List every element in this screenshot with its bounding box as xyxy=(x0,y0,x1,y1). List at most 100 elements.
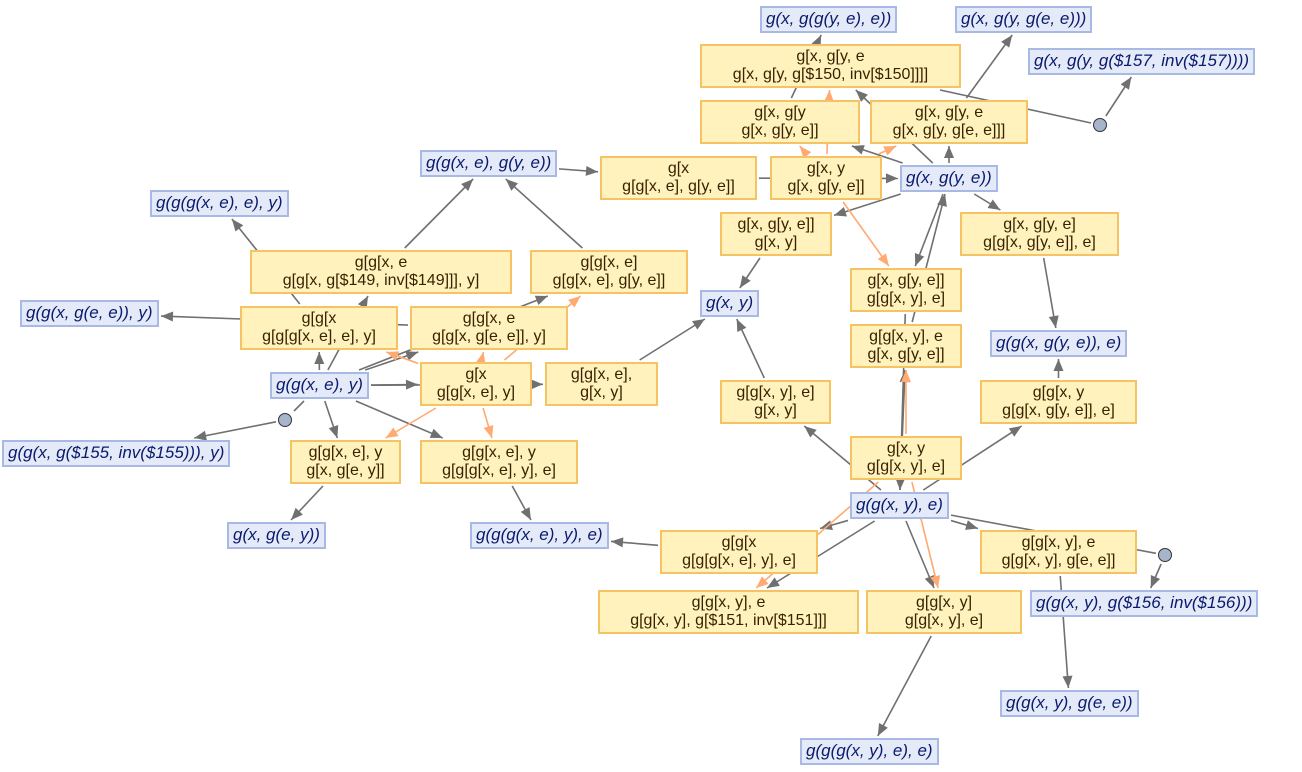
event-node[interactable]: g[g[x, e],g[x, y] xyxy=(545,362,658,406)
event-line-1: g[x, g[y, e]] xyxy=(867,272,945,289)
state-node[interactable]: g(g(x, e), y) xyxy=(270,372,369,399)
arrowhead-icon xyxy=(475,352,486,365)
arrowhead-icon xyxy=(291,507,303,520)
event-line-1: g[g[x, y], e] xyxy=(736,384,815,401)
state-node[interactable]: g(x, g(e, y)) xyxy=(227,522,326,549)
state-node[interactable]: g(x, g(y, e)) xyxy=(900,165,998,192)
arrowhead-icon xyxy=(429,428,443,438)
event-line-1: g[x xyxy=(667,160,690,177)
arrowhead-icon xyxy=(231,219,244,232)
arrowhead-icon xyxy=(937,194,947,207)
state-node[interactable]: g(g(x, e), g(y, e)) xyxy=(420,150,558,177)
state-node[interactable]: g(x, g(y, g($157, inv($157)))) xyxy=(1028,48,1256,75)
event-line-1: g[g[x, e xyxy=(354,254,408,271)
event-line-2: g[g[x, e], g[y, e]] xyxy=(622,178,735,195)
state-node[interactable]: g(g(x, g(y, e)), e) xyxy=(990,330,1128,357)
event-line-2: g[g[x, g[$149, inv[$149]]], y] xyxy=(282,272,480,289)
event-line-1: g[g[x, e], xyxy=(570,366,633,383)
event-line-2: g[x, y] xyxy=(580,384,623,401)
state-edge xyxy=(293,400,305,412)
arrowhead-icon xyxy=(736,319,747,332)
state-node[interactable]: g(g(g(x, y), e), e) xyxy=(800,738,939,765)
arrowhead-icon xyxy=(530,379,543,390)
arrowhead-icon xyxy=(1001,35,1013,48)
event-line-1: g[g[x, e], y xyxy=(308,444,383,461)
event-node[interactable]: g[g[x, e]g[g[x, e], g[y, e]] xyxy=(530,250,688,294)
event-node[interactable]: g[x, g[y, e]]g[g[x, y], e] xyxy=(850,268,962,312)
state-node[interactable]: g(g(g(x, e), y), e) xyxy=(470,522,609,549)
arrowhead-icon xyxy=(1062,675,1073,688)
event-line-2: g[x, g[y, e]] xyxy=(787,178,865,195)
state-node[interactable]: g(g(x, g($155, inv($155))), y) xyxy=(2,440,231,467)
state-node[interactable]: g(g(x, g(e, e)), y) xyxy=(20,300,159,327)
arrowhead-icon xyxy=(505,179,518,191)
state-node[interactable]: g(g(x, y), g(e, e)) xyxy=(1000,690,1139,717)
junction-dot xyxy=(278,413,292,427)
event-line-1: g[x, g[y xyxy=(754,104,806,121)
event-line-2: g[g[x, e], g[y, e]] xyxy=(552,272,666,289)
event-line-2: g[g[x, y], g[e, e]] xyxy=(1001,552,1116,569)
state-node[interactable]: g(x, g(y, g(e, e))) xyxy=(955,6,1093,33)
event-line-1: g[g[x, e] xyxy=(580,254,638,271)
arrowhead-icon xyxy=(1120,77,1132,90)
event-line-2: g[g[g[x, e], y], e] xyxy=(682,552,796,569)
event-node[interactable]: g[g[x, y], e]g[x, y] xyxy=(720,380,831,424)
event-line-2: g[x, g[y, e]] xyxy=(741,122,819,139)
state-edge xyxy=(355,400,443,439)
event-node[interactable]: g[x, g[y, e]g[g[x, g[y, e]], e] xyxy=(960,212,1119,256)
event-line-1: g[x, y xyxy=(886,440,926,457)
event-line-1: g[x, g[y, e] xyxy=(1003,216,1076,233)
event-line-2: g[g[x, y], e] xyxy=(866,290,946,307)
state-node[interactable]: g(x, y) xyxy=(700,290,760,317)
event-line-1: g[g[x, e], y xyxy=(462,444,536,461)
event-edge xyxy=(842,201,890,267)
arrowhead-icon xyxy=(385,427,399,438)
arrowhead-icon xyxy=(877,723,888,736)
arrowhead-icon xyxy=(739,275,751,288)
arrowhead-icon xyxy=(357,296,368,309)
event-line-2: g[g[x, g[e, e]], y] xyxy=(432,328,546,345)
arrowhead-icon xyxy=(799,146,812,159)
state-edge xyxy=(194,420,277,439)
arrowhead-icon xyxy=(1150,575,1161,588)
event-line-2: g[g[x, e], y] xyxy=(436,384,516,401)
state-node[interactable]: g(g(g(x, e), e), y) xyxy=(150,190,289,217)
arrowhead-icon xyxy=(1053,359,1064,371)
event-line-2: g[g[x, g[y, e]], e] xyxy=(983,234,1096,251)
state-node[interactable]: g(x, g(g(y, e), e)) xyxy=(760,6,898,33)
event-line-1: g[g[x, y], e xyxy=(691,594,766,611)
event-line-2: g[g[x, y], e] xyxy=(866,458,946,475)
event-line-1: g[g[x, y], e xyxy=(1021,534,1096,551)
state-edge xyxy=(914,193,944,267)
arrowhead-icon xyxy=(885,173,898,184)
event-node[interactable]: g[g[x, y]g[g[x, y], e] xyxy=(866,590,1022,634)
event-line-1: g[x xyxy=(465,366,487,383)
arrowhead-icon xyxy=(386,351,400,361)
event-line-1: g[x, g[y, e xyxy=(914,104,984,121)
arrowhead-icon xyxy=(914,253,925,266)
event-node[interactable]: g[x, g[y, e]]g[x, y] xyxy=(720,212,832,256)
event-line-1: g[g[x, e xyxy=(462,310,516,327)
state-node[interactable]: g(g(x, y), g($156, inv($156))) xyxy=(1030,590,1259,617)
event-line-2: g[x, g[y, g[e, e]]] xyxy=(892,122,1006,139)
arrowhead-icon xyxy=(804,426,817,438)
state-node[interactable]: g(g(x, y), e) xyxy=(850,492,949,519)
arrowhead-icon xyxy=(965,520,978,530)
